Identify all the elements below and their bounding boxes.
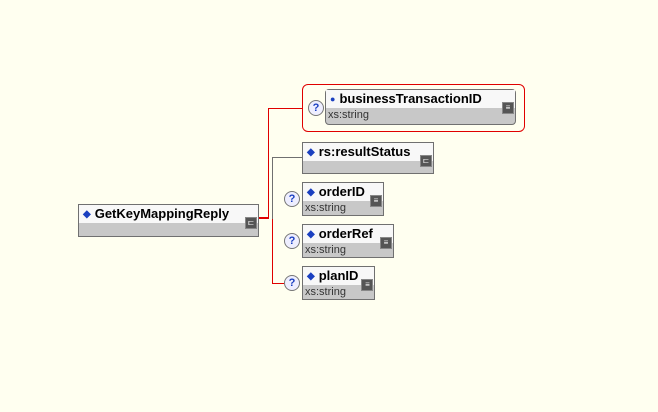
sequence-expand-icon[interactable]: ⊏ <box>420 155 432 167</box>
connector <box>272 219 273 284</box>
element-name: planID <box>318 268 359 283</box>
element-type: xs:string <box>305 244 346 256</box>
element-diamond-icon: ◆ <box>307 271 315 282</box>
connector <box>268 108 302 109</box>
simple-type-icon: ≡ <box>380 237 392 249</box>
element-type: xs:string <box>305 286 346 298</box>
optional-icon: ? <box>284 191 300 207</box>
selection-outline <box>302 84 525 132</box>
element-rs-resultStatus[interactable]: ◆rs:resultStatus ⊏ <box>302 142 434 174</box>
element-name: orderRef <box>318 226 373 241</box>
simple-type-icon: ≡ <box>502 102 514 114</box>
root-element-GetKeyMappingReply[interactable]: ◆GetKeyMappingReply ⊏ <box>78 204 259 237</box>
connector <box>272 283 284 284</box>
simple-type-icon: ≡ <box>361 279 374 291</box>
optional-icon: ? <box>308 100 324 116</box>
element-diamond-icon: ◆ <box>83 209 91 220</box>
element-diamond-icon: ◆ <box>307 187 315 198</box>
element-name: businessTransactionID <box>339 91 482 106</box>
connector <box>272 157 302 158</box>
element-type: xs:string <box>328 109 369 121</box>
element-diamond-icon: ◆ <box>307 229 315 240</box>
sequence-expand-icon[interactable]: ⊏ <box>245 217 257 229</box>
element-orderID[interactable]: ◆orderID xs:string ≡ <box>302 182 384 216</box>
element-name: GetKeyMappingReply <box>94 206 230 221</box>
element-planID[interactable]: ◆planID xs:string ≡ <box>302 266 376 300</box>
optional-icon: ? <box>284 233 300 249</box>
element-dot-icon: ● <box>330 94 336 104</box>
element-diamond-icon: ◆ <box>307 147 315 158</box>
connector <box>259 217 269 219</box>
simple-type-icon: ≡ <box>370 195 382 207</box>
element-type: xs:string <box>305 202 346 214</box>
element-businessTransactionID[interactable]: ●businessTransactionID xs:string ≡ <box>325 89 516 125</box>
element-name: orderID <box>318 184 365 199</box>
optional-icon: ? <box>284 275 300 291</box>
connector <box>268 108 269 218</box>
element-name: rs:resultStatus <box>318 144 411 159</box>
connector <box>272 157 273 219</box>
element-orderRef[interactable]: ◆orderRef xs:string ≡ <box>302 224 394 258</box>
